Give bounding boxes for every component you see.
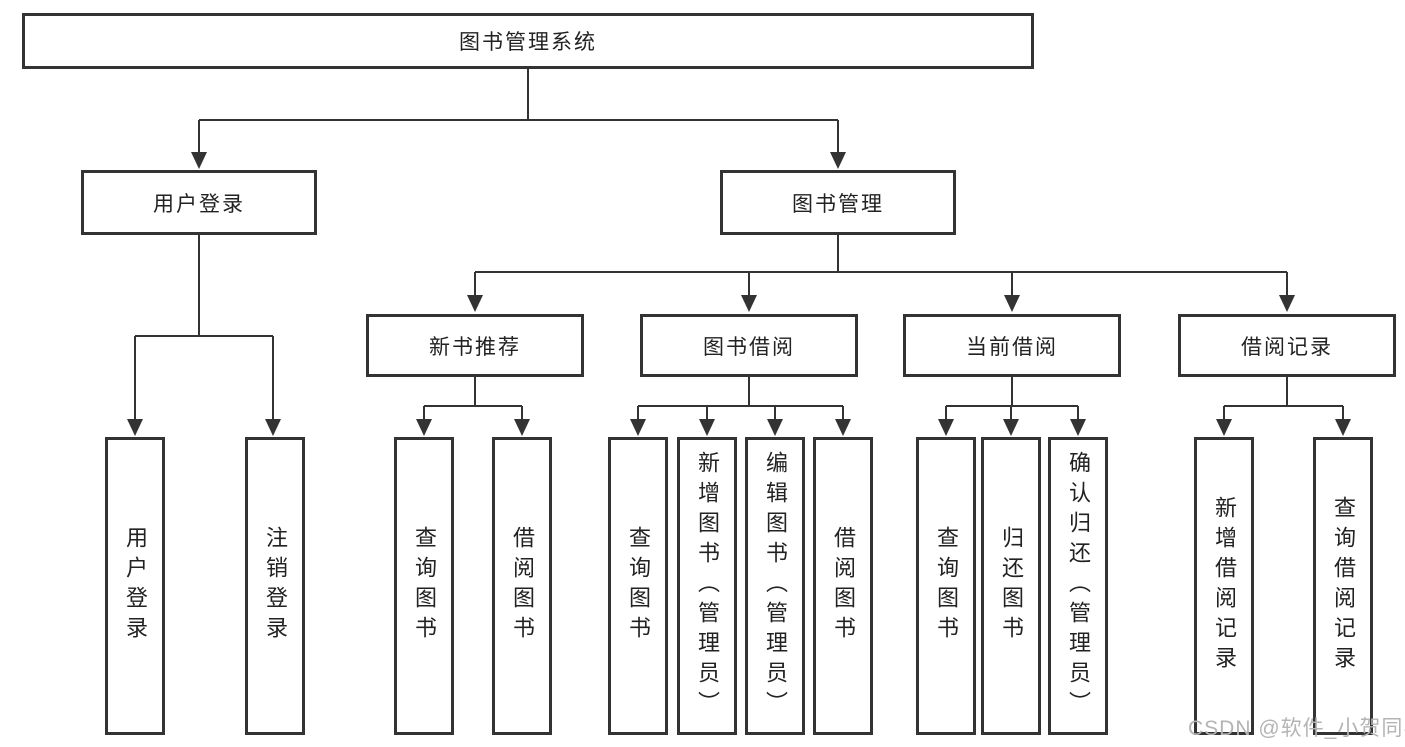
node-label: 编辑图书（管理员）: [763, 451, 788, 721]
node-label: 借阅图书: [831, 526, 856, 646]
node-leaf-user-login: 用户登录: [105, 437, 165, 735]
node-leaf-add-borrow-record: 新增借阅记录: [1194, 437, 1254, 735]
node-label: 借阅记录: [1241, 335, 1333, 359]
node-label: 查询图书: [412, 526, 437, 646]
node-leaf-query-borrow-record: 查询借阅记录: [1313, 437, 1373, 735]
node-leaf-borrowing-borrow-books: 借阅图书: [813, 437, 873, 735]
node-label: 图书管理: [792, 192, 884, 216]
node-label: 新书推荐: [429, 335, 521, 359]
csdn-watermark: CSDN @软件_小贺同学: [1188, 717, 1405, 740]
node-borrowing-records: 借阅记录: [1178, 314, 1396, 377]
node-label: 查询图书: [626, 526, 651, 646]
node-leaf-recommend-query-books: 查询图书: [394, 437, 454, 735]
node-label: 新增借阅记录: [1212, 496, 1237, 676]
node-label: 用户登录: [123, 526, 148, 646]
node-label: 新增图书（管理员）: [695, 451, 720, 721]
node-label: 图书借阅: [703, 335, 795, 359]
node-current-borrowing: 当前借阅: [903, 314, 1121, 377]
node-book-borrowing: 图书借阅: [640, 314, 858, 377]
node-root-system: 图书管理系统: [22, 13, 1034, 69]
node-leaf-confirm-return-admin: 确认归还（管理员）: [1048, 437, 1108, 735]
node-book-management: 图书管理: [720, 170, 956, 235]
node-leaf-edit-books-admin: 编辑图书（管理员）: [745, 437, 805, 735]
node-label: 图书管理系统: [459, 31, 597, 54]
node-leaf-return-books: 归还图书: [981, 437, 1041, 735]
node-user-login: 用户登录: [81, 170, 317, 235]
node-leaf-recommend-borrow-books: 借阅图书: [492, 437, 552, 735]
node-label: 归还图书: [999, 526, 1024, 646]
node-new-book-recommend: 新书推荐: [366, 314, 584, 377]
node-label: 注销登录: [263, 526, 288, 646]
node-leaf-borrowing-query-books: 查询图书: [608, 437, 668, 735]
node-leaf-logout: 注销登录: [245, 437, 305, 735]
node-leaf-current-query-books: 查询图书: [916, 437, 976, 735]
node-label: 查询借阅记录: [1331, 496, 1356, 676]
node-label: 借阅图书: [510, 526, 535, 646]
node-leaf-add-books-admin: 新增图书（管理员）: [677, 437, 737, 735]
node-label: 用户登录: [153, 192, 245, 216]
node-label: 当前借阅: [966, 335, 1058, 359]
node-label: 确认归还（管理员）: [1066, 451, 1091, 721]
node-label: 查询图书: [934, 526, 959, 646]
arrowheads: [127, 152, 1351, 436]
